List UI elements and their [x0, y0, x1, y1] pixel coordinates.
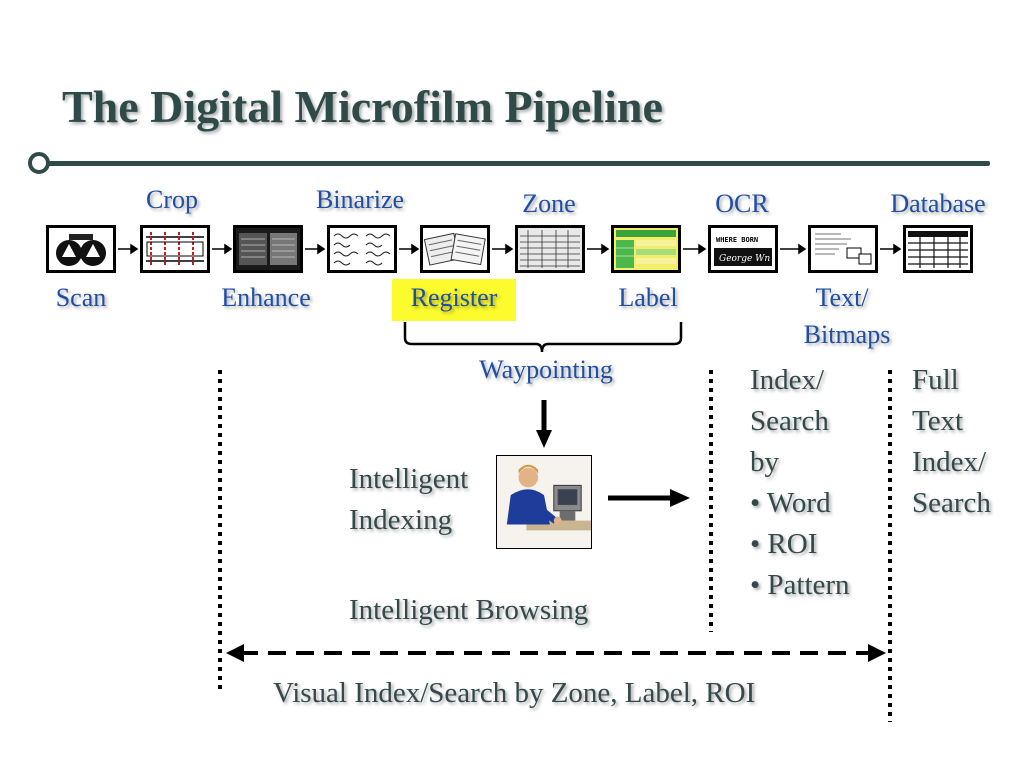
text-bitmaps-thumbnail: [808, 225, 878, 273]
stage-label-label: Label: [618, 283, 678, 312]
ocr-thumbnail: WHERE BORN George Wn: [708, 225, 778, 273]
binarize-thumbnail: [327, 225, 397, 273]
full-text-line-2: Text: [912, 405, 964, 437]
register-highlight: [392, 279, 516, 321]
full-text-line-4: Search: [912, 487, 991, 519]
label-thumbnail: [611, 225, 681, 273]
database-thumbnail: [903, 225, 973, 273]
visual-index-caption: Visual Index/Search by Zone, Label, ROI: [273, 677, 756, 709]
intelligent-indexing-line2: Indexing: [349, 504, 453, 536]
page-title: The Digital Microfilm Pipeline: [62, 81, 663, 132]
stage-label-bitmaps: Bitmaps: [803, 320, 891, 349]
waypointing-label: Waypointing: [479, 355, 613, 384]
full-text-line-3: Index/: [912, 446, 987, 478]
stage-label-zone: Zone: [522, 189, 576, 218]
title-rule-dot: [28, 152, 50, 174]
index-search-word: • Word: [750, 487, 831, 519]
full-text-line-1: Full: [912, 364, 959, 396]
svg-text:George Wn: George Wn: [719, 254, 770, 264]
enhance-thumbnail: [233, 225, 303, 273]
stage-label-register: Register: [410, 283, 498, 312]
film-reel-icon: [49, 228, 113, 270]
register-thumbnail: [420, 225, 490, 273]
title-rule: [48, 161, 990, 166]
zone-thumbnail: [515, 225, 585, 273]
index-search-line-2: Search: [750, 405, 829, 437]
stage-label-database: Database: [890, 189, 986, 218]
stage-label-scan: Scan: [55, 283, 107, 312]
stage-label-ocr: OCR: [715, 189, 769, 218]
stage-label-crop: Crop: [146, 185, 198, 214]
stage-label-text: Text/: [815, 283, 869, 312]
intelligent-indexing-line1: Intelligent: [349, 463, 469, 495]
index-search-line-3: by: [750, 446, 779, 478]
crop-thumbnail: [140, 225, 210, 273]
intelligent-browsing-label: Intelligent Browsing: [349, 594, 589, 626]
worker-at-computer-icon: [497, 456, 591, 548]
svg-text:WHERE BORN: WHERE BORN: [716, 236, 758, 244]
index-search-line-1: Index/: [750, 364, 825, 396]
stage-label-enhance: Enhance: [221, 283, 311, 312]
waypointing-brace: [403, 322, 683, 353]
index-search-roi: • ROI: [750, 528, 818, 560]
scan-thumbnail: [46, 225, 116, 273]
index-search-pattern: • Pattern: [750, 569, 850, 601]
stage-label-binarize: Binarize: [315, 185, 405, 214]
worker-photo: [496, 455, 592, 549]
